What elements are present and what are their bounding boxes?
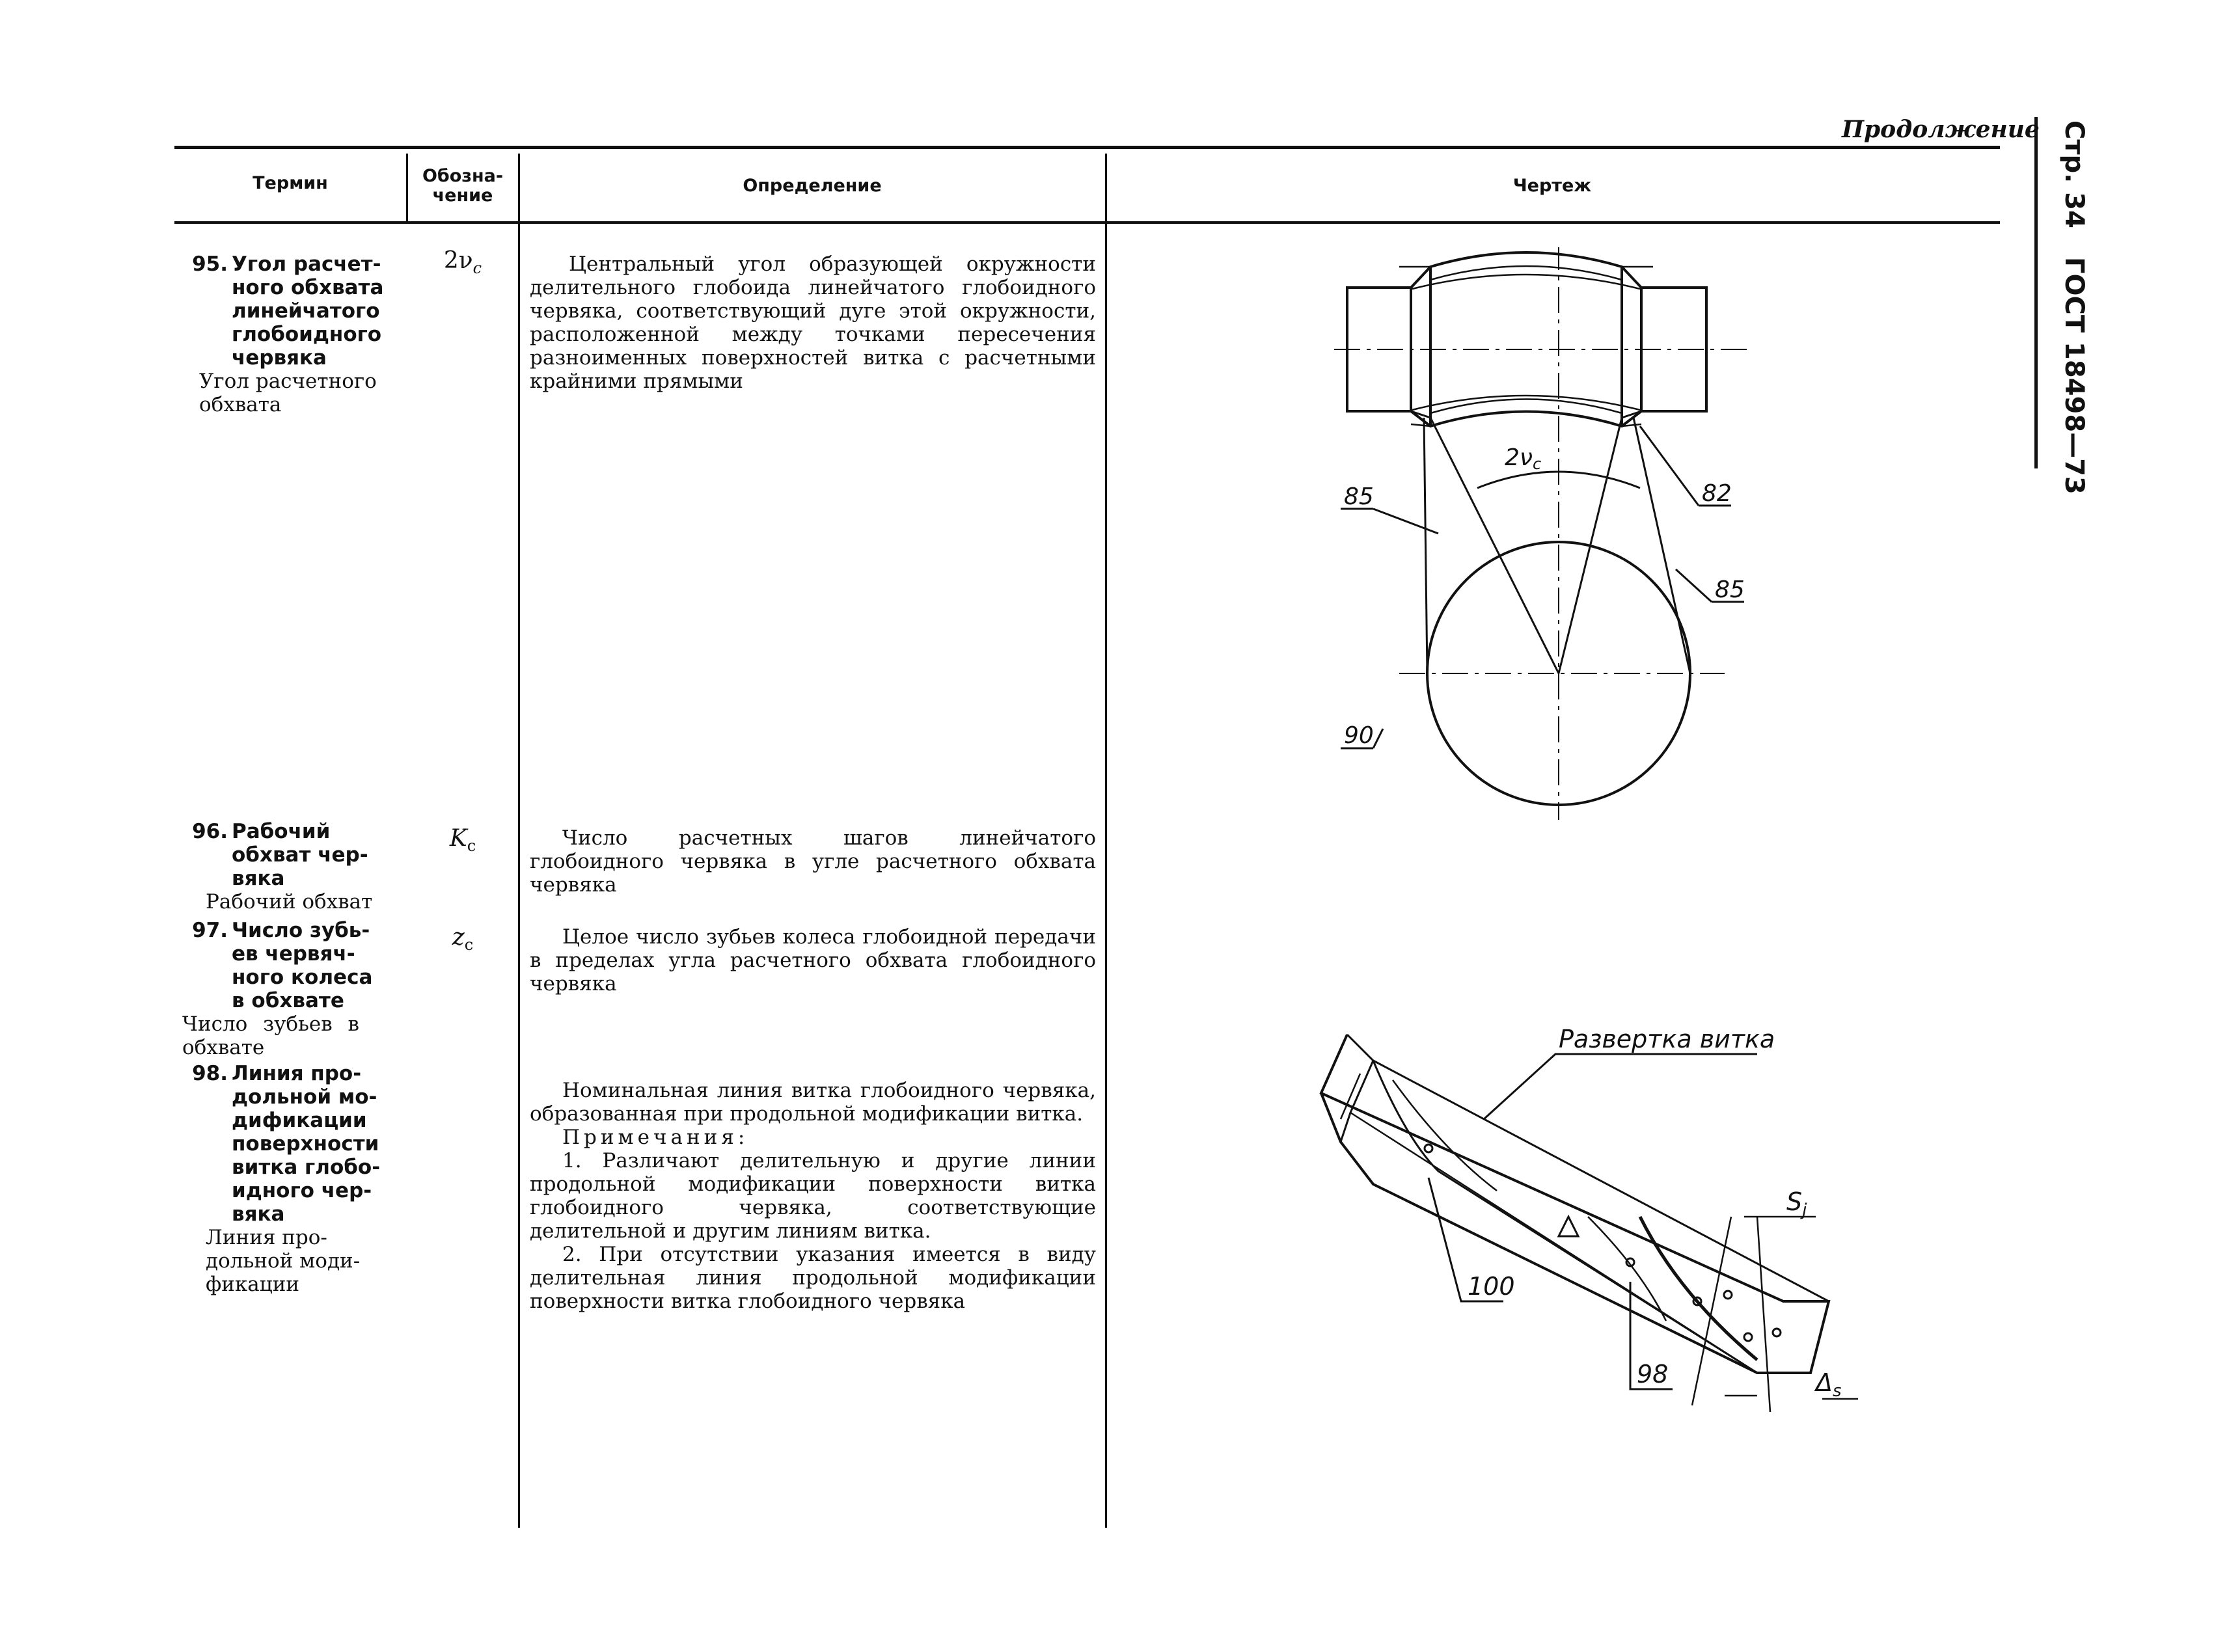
column-header-definition: Определение xyxy=(743,176,882,196)
label-82: 82 xyxy=(1702,480,1732,507)
definition-98: Номинальная линия витка глобоидного черв… xyxy=(530,1079,1096,1313)
label-sj: Sj xyxy=(1786,1187,1807,1220)
term-96: 96. Рабочий обхват чер- вяка Рабочий обх… xyxy=(192,820,373,914)
col-divider-1 xyxy=(406,154,408,222)
table-header-rule xyxy=(174,221,2000,224)
label-98: 98 xyxy=(1637,1360,1668,1388)
note-1: 1. Различают делительную и другие линии … xyxy=(530,1149,1096,1243)
definition-97: Целое число зубьев колеса глобоидной пер… xyxy=(530,925,1096,995)
notes-title: Примечания: xyxy=(562,1126,749,1149)
symbol-95: 2νc xyxy=(443,247,482,278)
col-divider-3 xyxy=(1105,154,1107,1528)
label-85-left: 85 xyxy=(1344,483,1374,510)
term-98: 98. Линия про- дольной мо- дификации пов… xyxy=(192,1062,381,1296)
column-header-symbol: Обозна- чение xyxy=(422,166,504,206)
table-top-rule xyxy=(174,146,2000,149)
standard-number: ГОСТ 18498—73 xyxy=(2059,257,2089,494)
figure-thread-development: Развертка витка 100 98 Sj Δs xyxy=(1319,1025,1858,1413)
page-number: Стр. 34 xyxy=(2059,120,2089,228)
symbol-96: Kc xyxy=(449,825,476,856)
definition-95: Центральный угол образующей окружности д… xyxy=(530,252,1096,393)
side-rule xyxy=(2034,117,2038,468)
thread-bar xyxy=(1319,1034,1831,1374)
term-97: 97. Число зубь- ев червяч- ного колеса в… xyxy=(182,919,373,1059)
definition-96: Число расчетных шагов линейчатого глобои… xyxy=(530,826,1096,897)
figure-globoid-worm: 2νc 85 82 85 90 xyxy=(1334,247,1751,820)
label-90: 90 xyxy=(1344,722,1374,749)
col-divider-2 xyxy=(518,154,520,1528)
column-header-drawing: Чертеж xyxy=(1512,176,1592,196)
column-header-term: Термин xyxy=(253,173,328,193)
label-85-right: 85 xyxy=(1715,576,1745,603)
note-2: 2. При отсутствии указания имеется в вид… xyxy=(530,1243,1096,1313)
continuation-label: Продолжение xyxy=(1842,116,2040,143)
symbol-97: zc xyxy=(452,924,474,955)
worm-body xyxy=(1410,251,1643,428)
caption-thread-development: Развертка витка xyxy=(1559,1025,1775,1053)
label-angle: 2νc xyxy=(1505,444,1541,473)
label-delta-s: Δs xyxy=(1814,1368,1842,1401)
term-95: 95. Угол расчет- ного обхвата линейчатог… xyxy=(192,252,384,416)
label-100: 100 xyxy=(1468,1272,1515,1301)
